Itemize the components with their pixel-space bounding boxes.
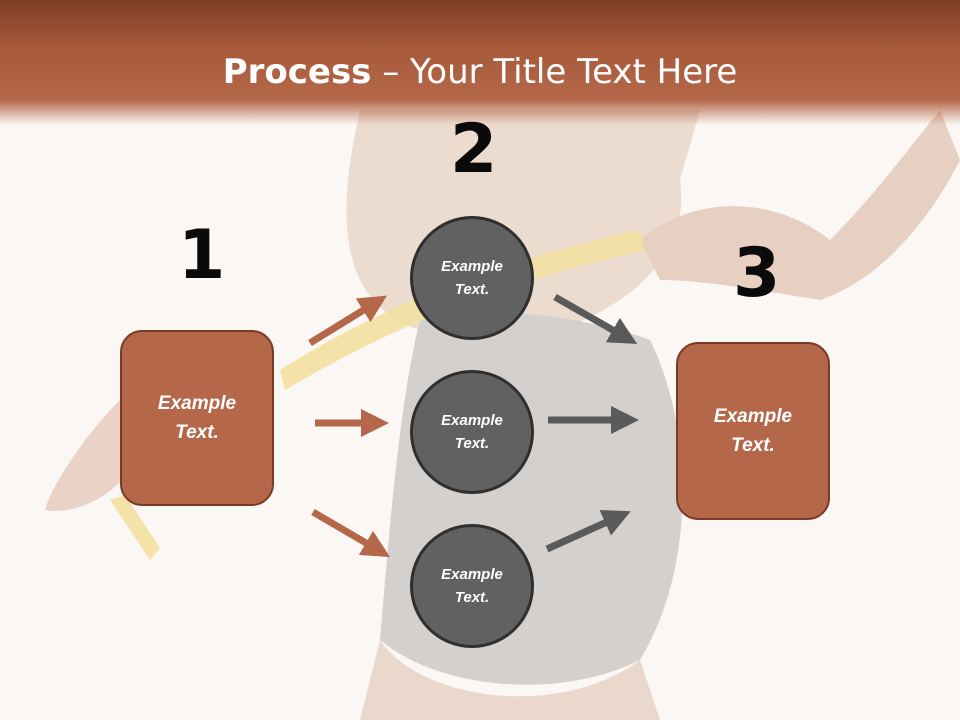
arrow-1-to-top (308, 295, 387, 346)
step-2-circle-top: Example Text. (410, 216, 534, 340)
slide-title: Process – Your Title Text Here (0, 52, 960, 92)
step-number-2: 2 (450, 110, 498, 189)
arrow-top-to-3 (553, 293, 638, 344)
step-1-box: Example Text. (120, 330, 274, 506)
step-2-circle-middle-text: Example Text. (441, 412, 503, 452)
step-2-circle-middle: Example Text. (410, 370, 534, 494)
arrow-bottom-to-3 (545, 509, 631, 553)
step-number-3: 3 (733, 234, 781, 313)
title-bar (0, 0, 960, 125)
step-number-1: 1 (178, 216, 226, 295)
step-1-text: Example Text. (157, 393, 237, 443)
title-bold: Process (222, 52, 372, 92)
arrow-1-to-bottom (311, 508, 391, 558)
step-3-box: Example Text. (676, 342, 830, 520)
step-2-circle-bottom: Example Text. (410, 524, 534, 648)
title-rest: – Your Title Text Here (371, 52, 738, 92)
step-3-text: Example Text. (713, 406, 793, 456)
step-2-circle-top-text: Example Text. (441, 258, 503, 298)
step-2-circle-bottom-text: Example Text. (441, 566, 503, 606)
